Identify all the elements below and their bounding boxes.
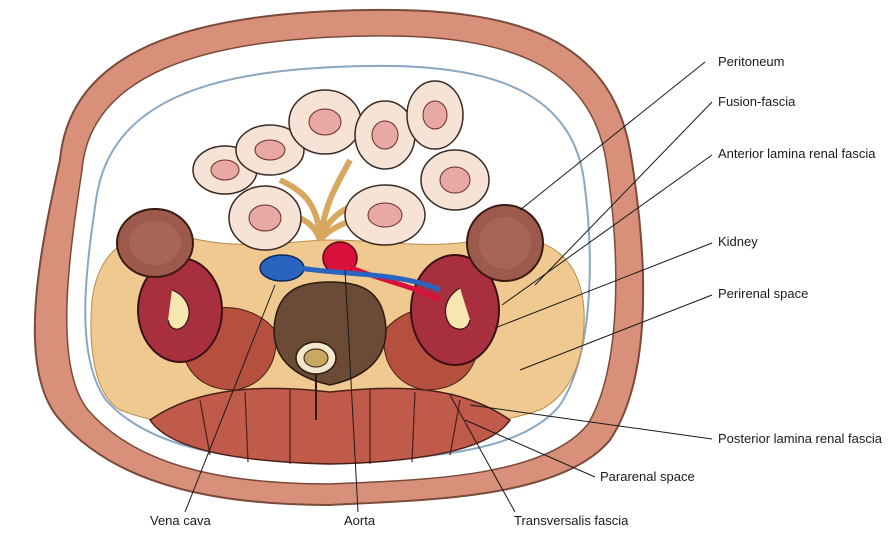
left-kidney: [137, 257, 223, 363]
label-pararenal-space: Pararenal space: [600, 469, 695, 484]
label-transversalis-fascia: Transversalis fascia: [514, 513, 629, 528]
label-kidney: Kidney: [718, 234, 758, 249]
leader-lines: [184, 61, 713, 513]
label-peritoneum: Peritoneum: [718, 54, 784, 69]
bowel-loops: [192, 80, 490, 251]
vertebra: [273, 281, 387, 420]
label-posterior-lamina: Posterior lamina renal fascia: [718, 431, 883, 446]
colon-right: [466, 204, 544, 282]
label-vena-cava: Vena cava: [150, 513, 211, 528]
label-fusion-fascia: Fusion-fascia: [718, 94, 796, 109]
label-anterior-lamina: Anterior lamina renal fascia: [718, 146, 876, 161]
renal-vessels: [299, 265, 442, 303]
label-aorta: Aorta: [344, 513, 376, 528]
right-kidney: [410, 254, 500, 366]
label-perirenal-space: Perirenal space: [718, 286, 808, 301]
vena-cava-vessel: [259, 254, 305, 282]
colon-left: [116, 208, 194, 278]
